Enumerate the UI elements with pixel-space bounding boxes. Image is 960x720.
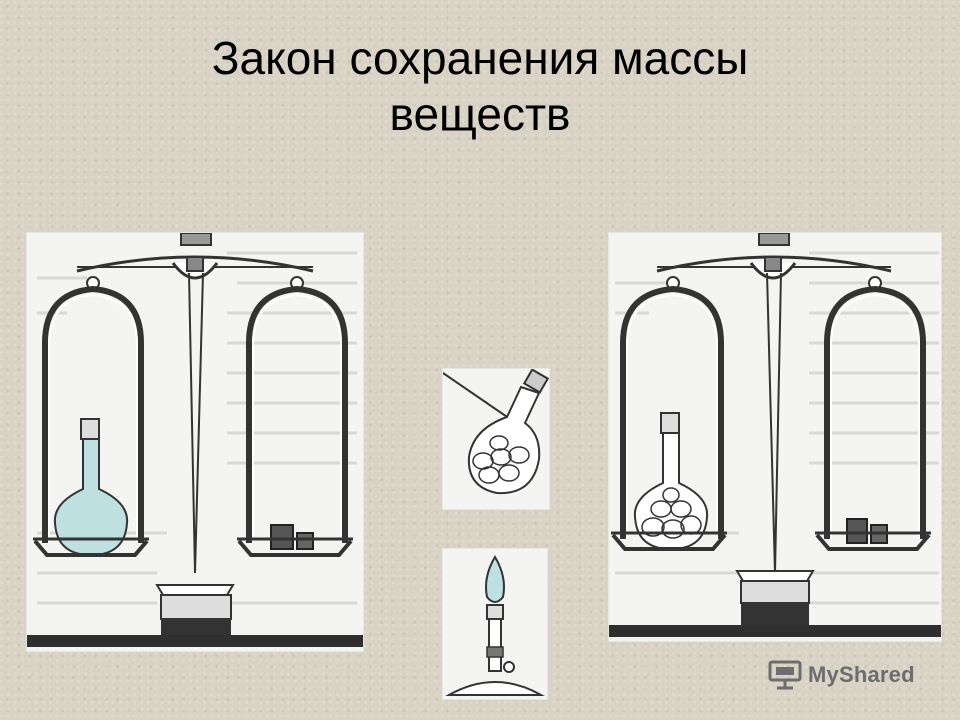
burner-icon (445, 555, 545, 696)
balance-scale-icon (27, 233, 363, 647)
watermark-brand: MyShared (808, 662, 915, 687)
flask-icon (443, 369, 549, 495)
balance-scale-icon (609, 233, 941, 637)
balance-after-illustration (608, 232, 942, 642)
flask-with-cotton-illustration (442, 368, 550, 510)
slide-title: Закон сохранения массы веществ (0, 30, 960, 142)
myshared-watermark: MyShared (768, 658, 915, 692)
alcohol-burner-illustration (442, 548, 548, 700)
balance-before-illustration (26, 232, 364, 652)
presentation-screen-icon (768, 660, 802, 690)
slide-title-line-1: Закон сохранения массы (211, 32, 749, 84)
slide-title-line-2: веществ (389, 88, 571, 140)
